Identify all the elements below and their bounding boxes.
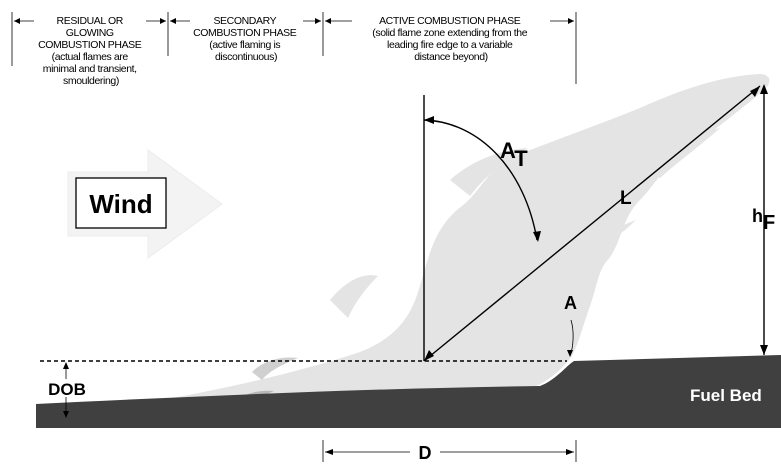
tilt-angle-sub: T: [514, 146, 528, 171]
wind-label: Wind: [89, 189, 152, 219]
phase-header-ticks: [11, 12, 577, 84]
dob-arrow-bottom: [63, 411, 69, 418]
phase-header-arrows: [14, 18, 574, 24]
residual-line-4: (actual flames are: [52, 51, 129, 63]
residual-line-1: RESIDUAL OR: [57, 15, 124, 27]
tilt-angle-arc: [423, 119, 538, 241]
fuel-bed-label: Fuel Bed: [690, 386, 762, 405]
residual-line-3: COMBUSTION PHASE: [38, 39, 142, 51]
secondary-line-4: discontinuous): [215, 51, 277, 63]
dob-label-bg: [44, 379, 90, 397]
residual-line-5: minimal and transient,: [43, 63, 137, 75]
slope-angle-label: A: [564, 293, 577, 313]
tilt-angle-main: A: [500, 138, 516, 163]
flame-height-arrow-bottom: [760, 345, 768, 355]
flame-height-label: hF: [752, 206, 775, 234]
flame-zone: [150, 74, 770, 410]
depth-label: D: [419, 443, 432, 463]
flame-height-arrow-top: [760, 84, 768, 94]
tilt-angle-label: AT: [500, 138, 528, 171]
fuel-bed: [36, 355, 781, 428]
dob-arrow-top: [63, 362, 69, 369]
depth-arrow-left: [325, 449, 333, 455]
secondary-phase-text: SECONDARY COMBUSTION PHASE (active flami…: [193, 15, 299, 63]
tilt-arc-arrow-top: [424, 116, 434, 124]
active-phase-text: ACTIVE COMBUSTION PHASE (solid flame zon…: [372, 15, 529, 63]
secondary-line-3: (active flaming is: [209, 39, 280, 51]
residual-line-6: smouldering): [63, 75, 119, 87]
residual-line-2: GLOWING: [66, 27, 114, 39]
wind-label-box: [75, 177, 167, 229]
depth-arrow-right: [566, 449, 574, 455]
flame-height-main: h: [752, 206, 763, 226]
flame-length-arrow-end: [750, 86, 760, 97]
active-line-2: (solid flame zone extending from the: [372, 27, 527, 39]
active-line-4: distance beyond): [414, 51, 488, 63]
flame-length-label: L: [620, 188, 632, 209]
active-line-3: leading fire edge to a variable: [387, 39, 513, 51]
slope-arc-arrow: [567, 350, 573, 357]
flame-height-sub: F: [763, 212, 775, 234]
secondary-line-1: SECONDARY: [213, 15, 276, 27]
residual-phase-text: RESIDUAL OR GLOWING COMBUSTION PHASE (ac…: [38, 15, 144, 87]
tilt-arc-arrow-bottom: [533, 231, 541, 242]
flame-length-arrow-start: [424, 350, 434, 361]
dob-label: DOB: [48, 380, 86, 399]
secondary-line-2: COMBUSTION PHASE: [193, 27, 297, 39]
flame-length-line: [423, 85, 761, 362]
active-line-1: ACTIVE COMBUSTION PHASE: [379, 15, 521, 27]
